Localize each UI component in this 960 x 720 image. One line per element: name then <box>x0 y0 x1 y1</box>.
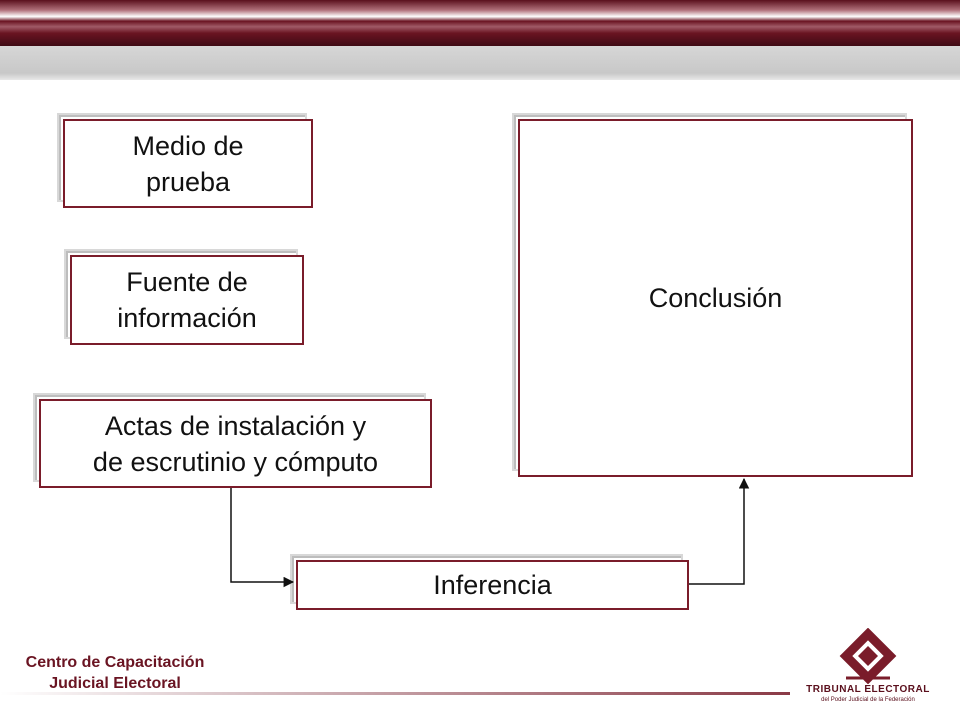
header-band <box>0 0 960 46</box>
footer-line-1: Centro de Capacitación <box>25 654 205 671</box>
footer-line-2: Judicial Electoral <box>49 675 181 692</box>
tribunal-emblem-icon <box>839 627 897 685</box>
box-inferencia: Inferencia <box>290 554 689 610</box>
arrow-inferencia-to-conclusion <box>689 477 750 585</box>
box-conclusion-label: Conclusión <box>648 283 783 313</box>
box-inferencia-label: Inferencia <box>433 570 552 600</box>
box-medio-de-prueba: Medio de prueba <box>57 113 313 208</box>
tribunal-logo: TRIBUNAL ELECTORAL del Poder Judicial de… <box>806 627 930 708</box>
logo-title: TRIBUNAL ELECTORAL <box>806 684 930 695</box>
box-actas: Actas de instalación y de escrutinio y c… <box>33 393 432 488</box>
logo-subtitle: del Poder Judicial de la Federación <box>821 697 915 703</box>
box-fuente-de-informacion-label: Fuente de información <box>117 267 257 333</box>
footer-institution: Centro de Capacitación Judicial Electora… <box>0 652 230 694</box>
header-subband <box>0 46 960 80</box>
box-fuente-de-informacion: Fuente de información <box>64 249 304 345</box>
footer-divider <box>0 692 790 695</box>
box-medio-de-prueba-label: Medio de prueba <box>132 130 244 197</box>
box-actas-label: Actas de instalación y de escrutinio y c… <box>92 410 379 477</box>
box-conclusion: Conclusión <box>512 113 913 477</box>
arrow-actas-to-inferencia <box>230 487 295 588</box>
